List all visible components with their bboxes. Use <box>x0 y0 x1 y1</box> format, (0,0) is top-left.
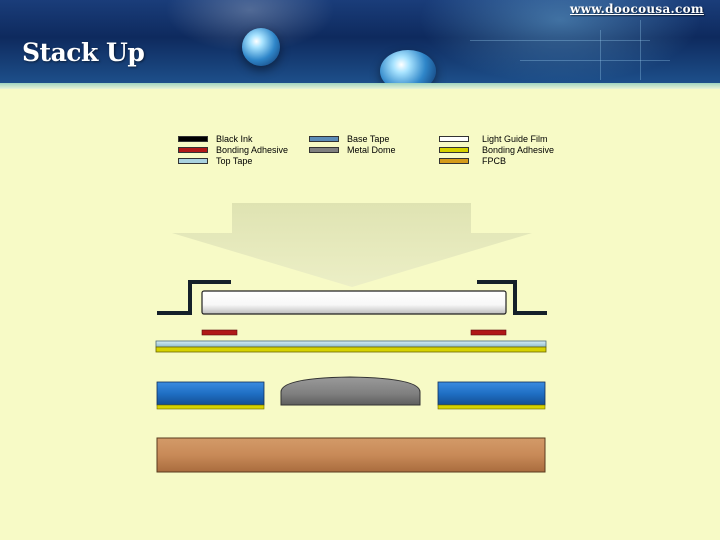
legend-label: Bonding Adhesive <box>482 145 555 155</box>
legend-swatch <box>178 147 208 153</box>
bonding-adhesive-yellow-left <box>156 404 265 410</box>
legend-swatch <box>309 136 339 142</box>
bonding-adhesive-yellow-right <box>437 404 546 410</box>
legend-swatch <box>439 158 469 164</box>
black-ink-bracket-right <box>477 280 547 315</box>
bonding-adhesive-yellow-layer <box>155 346 547 353</box>
bonding-adhesive-red-left <box>201 329 238 336</box>
header-divider <box>0 83 720 89</box>
legend-swatch <box>439 136 469 142</box>
circuit-decoration <box>520 60 670 61</box>
base-tape-right <box>437 381 546 406</box>
legend-swatch <box>178 136 208 142</box>
legend-label: Metal Dome <box>347 145 396 155</box>
metal-dome-layer <box>280 376 421 406</box>
bonding-adhesive-red-right <box>470 329 507 336</box>
top-tape-layer <box>155 340 547 348</box>
legend-label: Light Guide Film <box>482 134 548 144</box>
circuit-decoration <box>600 30 601 80</box>
legend-label: Top Tape <box>216 156 253 166</box>
water-drop-decoration <box>380 50 436 83</box>
header-banner: Stack Up www.doocousa.com <box>0 0 720 83</box>
website-link[interactable]: www.doocousa.com <box>570 2 704 16</box>
assembly-arrow <box>172 203 532 287</box>
circuit-decoration <box>470 40 650 41</box>
water-drop-decoration <box>242 28 280 66</box>
legend-label: Bonding Adhesive <box>216 145 289 155</box>
legend-label: FPCB <box>482 156 507 166</box>
legend-swatch <box>439 147 469 153</box>
page-title: Stack Up <box>22 38 145 67</box>
legend-label: Base Tape <box>347 134 390 144</box>
light-guide-film-layer <box>201 290 507 315</box>
base-tape-left <box>156 381 265 406</box>
circuit-decoration <box>640 20 641 80</box>
legend-swatch <box>309 147 339 153</box>
legend-swatch <box>178 158 208 164</box>
black-ink-bracket-left <box>157 280 231 315</box>
legend-label: Black Ink <box>216 134 253 144</box>
fpcb-layer <box>156 437 546 473</box>
